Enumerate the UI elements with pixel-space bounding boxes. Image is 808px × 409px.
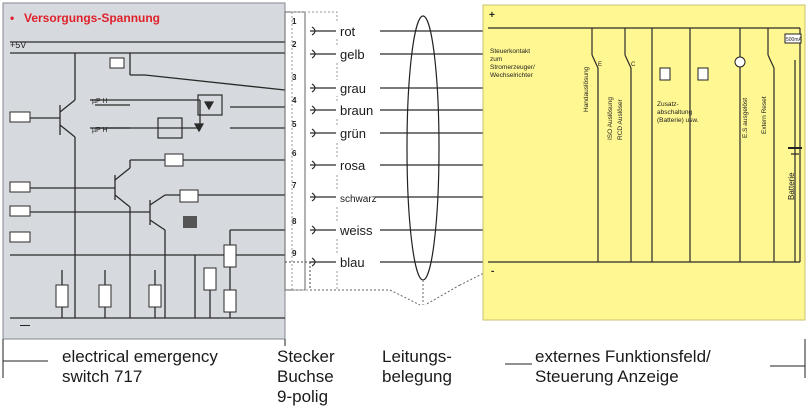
wire-label-bg (336, 125, 380, 141)
fuse-label: 500mA (786, 37, 803, 43)
fuse-box (784, 33, 802, 44)
wire-gelb: gelb (310, 46, 488, 62)
pin-1: 1 (292, 17, 297, 26)
wire-label: blau (340, 255, 365, 270)
wire-label: grau (340, 81, 366, 96)
pin-numbers: 1 2 3 4 5 6 7 8 9 (292, 17, 297, 258)
resistors (9, 57, 237, 313)
caption-buchse: Buchse (277, 367, 334, 386)
wire-label: rot (340, 24, 356, 39)
caption-stecker: Stecker (277, 347, 335, 366)
plug-mark (311, 128, 316, 138)
wire-label-bg (336, 222, 380, 238)
optocouplers (95, 94, 223, 139)
wire-braun: braun (310, 102, 488, 118)
wire-label-bg (336, 80, 380, 96)
function-panel (482, 4, 806, 321)
panel-minus: — (20, 320, 30, 331)
wire-label: schwarz (340, 194, 377, 205)
supply-label: +5V (10, 40, 26, 50)
wire-label-bg (336, 23, 380, 39)
control-contact-line2: zum (490, 56, 502, 63)
label-reset: Extern Reset (761, 96, 768, 134)
plug-mark (311, 105, 316, 115)
pin-3: 3 (292, 73, 297, 82)
switch-letter-c: C (631, 62, 636, 68)
label-es: E.S ausgelöst (742, 98, 749, 138)
caption-brackets (2, 339, 806, 378)
circuit-panel (2, 2, 286, 340)
relay-block (183, 216, 197, 228)
wire-rot: rot (310, 23, 488, 39)
caption-leitung-2: belegung (382, 367, 452, 386)
plug-mark (311, 49, 316, 59)
wire-label-bg (336, 46, 380, 62)
extra-switch-a (659, 67, 671, 81)
pin-9: 9 (292, 249, 297, 258)
wire-rosa: rosa (310, 157, 488, 173)
pin-8: 8 (292, 217, 297, 226)
caption-leitung-1: Leitungs- (382, 347, 452, 366)
wire-label: rosa (340, 158, 366, 173)
label-iso: ISO Auslösung (607, 97, 614, 140)
panel-title: Versorgungs-Spannung (24, 11, 160, 25)
vertical-labels: Handauslösung ISO Auslösung RCD Auslöser… (583, 66, 796, 200)
extra-switch-b (697, 67, 709, 81)
indicator-lamp (734, 56, 746, 68)
pin-6: 6 (292, 149, 297, 158)
plug-mark (311, 257, 316, 267)
wire-grau: grau (310, 80, 488, 96)
wire-label-bg (336, 157, 380, 173)
control-contact-line3: Stromerzeuger/ (490, 64, 535, 71)
caption-left-1: electrical emergency (62, 347, 218, 366)
label-hand: Handauslösung (583, 66, 590, 112)
uph-label-1: µP H (92, 98, 108, 105)
control-contact-line4: Wechselrichter (490, 72, 534, 79)
wire-label: gelb (340, 47, 365, 62)
wire-grün: grün (310, 125, 488, 141)
panel-title-bullet: • (10, 11, 14, 25)
control-contact-label: Steuerkontakt zum Stromerzeuger/ Wechsel… (490, 48, 537, 79)
wire-label: grün (340, 126, 366, 141)
label-battery: Batterie (787, 172, 796, 200)
switch-letter-e: E (598, 62, 602, 68)
plug-mark (311, 160, 316, 170)
uph-label-2: µP H (92, 127, 108, 134)
wire-group: rot gelb grau braun grün rosa schwarz weiss blau (310, 23, 488, 270)
pin-7: 7 (292, 181, 297, 190)
wire-label: weiss (339, 223, 373, 238)
caption-right-1: externes Funktionsfeld/ (535, 347, 711, 366)
wire-label-bg (336, 102, 380, 118)
panel-plus: + (489, 10, 495, 21)
label-rcd: RCD Auslöser (617, 98, 624, 140)
wire-label-bg (336, 189, 376, 205)
caption-right-2: Steuerung Anzeige (535, 367, 679, 386)
caption-polig: 9-polig (277, 387, 329, 406)
pin-5: 5 (292, 120, 297, 129)
plug-mark (311, 225, 316, 235)
plug-mark (311, 83, 316, 93)
control-contact-line1: Steuerkontakt (490, 48, 530, 55)
wire-weiss: weiss (310, 222, 488, 238)
panel-minus-right: - (491, 266, 494, 277)
caption-left-2: switch 717 (62, 367, 143, 386)
extra-shutdown-label: Zusatz- abschaltung (Batterie) usw. (657, 101, 699, 124)
plug-mark (311, 26, 316, 36)
wire-label: braun (340, 103, 373, 118)
wire-blau: blau (310, 254, 488, 270)
pin-4: 4 (292, 96, 297, 105)
wire-schwarz: schwarz (310, 189, 488, 205)
function-traces (488, 27, 801, 263)
plug-mark (311, 192, 316, 202)
pin-2: 2 (292, 40, 297, 49)
wire-label-bg (336, 254, 380, 270)
cable-bundle (406, 15, 440, 281)
